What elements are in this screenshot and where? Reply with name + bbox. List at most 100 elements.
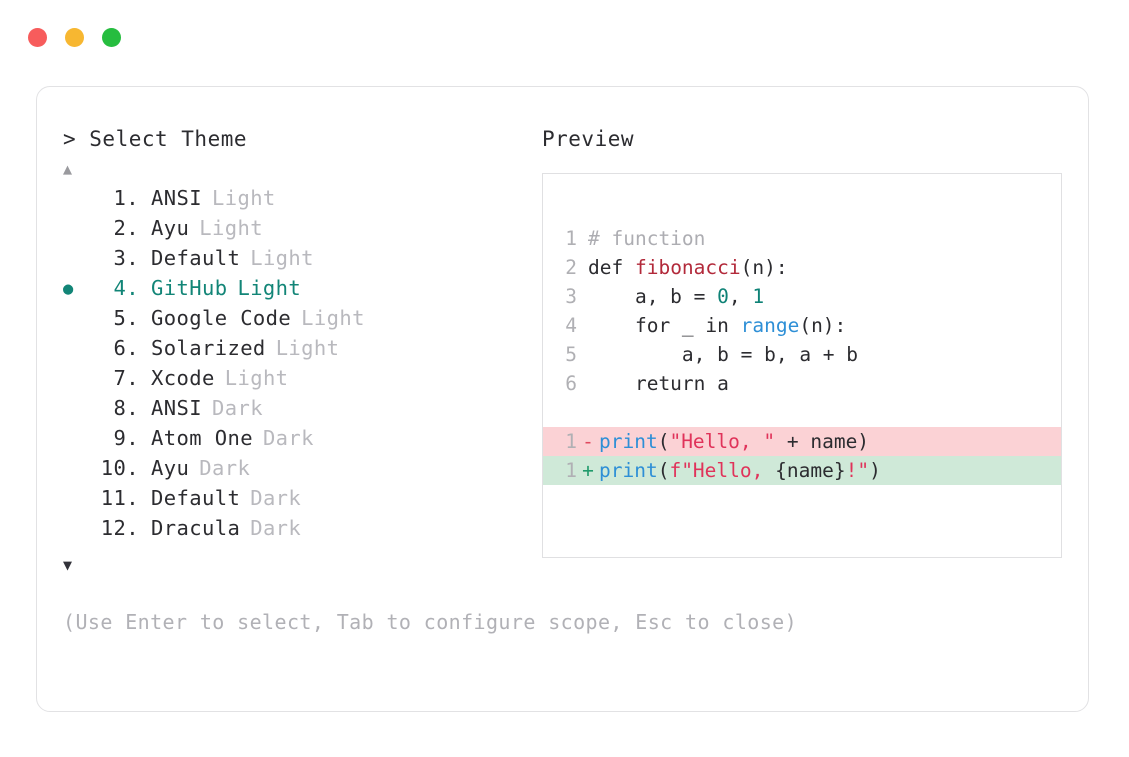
- theme-item-name: GitHub: [151, 276, 228, 300]
- code-line-text: a, b = 0, 1: [577, 282, 764, 311]
- code-line: 6 return a: [543, 369, 1061, 398]
- code-token: (n):: [740, 256, 788, 279]
- line-number: 1: [565, 459, 577, 482]
- theme-list-item[interactable]: 7. Xcode Light: [63, 366, 523, 396]
- theme-item-name: ANSI: [151, 186, 202, 210]
- theme-item-name: Atom One: [151, 426, 253, 450]
- diff-line-del: 1-print("Hello, " + name): [543, 427, 1061, 456]
- code-line-text: def fibonacci(n):: [577, 253, 788, 282]
- theme-item-name: Default: [151, 246, 241, 270]
- theme-item-index: 2.: [113, 216, 139, 240]
- line-number: 1: [565, 430, 577, 453]
- code-token: for _ in: [588, 314, 741, 337]
- theme-list-item[interactable]: 10. Ayu Dark: [63, 456, 523, 486]
- code-token: ): [869, 459, 881, 482]
- code-token: print: [599, 430, 658, 453]
- maximize-dot[interactable]: [102, 28, 121, 47]
- code-token: {name}: [775, 459, 846, 482]
- minimize-dot[interactable]: [65, 28, 84, 47]
- theme-list-item[interactable]: 1. ANSI Light: [63, 186, 523, 216]
- theme-item-index: 12.: [100, 516, 139, 540]
- line-number: 6: [565, 372, 577, 395]
- code-token: a, b =: [588, 285, 718, 308]
- preview-title: Preview: [542, 127, 635, 151]
- code-line-text: for _ in range(n):: [577, 311, 846, 340]
- theme-item-variant: Light: [237, 276, 302, 300]
- theme-item-variant: Dark: [250, 516, 302, 540]
- theme-item-index: 11.: [100, 486, 139, 510]
- code-line: 4 for _ in range(n):: [543, 311, 1061, 340]
- theme-item-variant: Light: [250, 246, 314, 270]
- theme-item-index: 6.: [113, 336, 139, 360]
- code-token: # function: [588, 227, 706, 250]
- scroll-down-icon[interactable]: ▼: [63, 556, 73, 574]
- theme-item-index: 8.: [113, 396, 139, 420]
- theme-item-name: Google Code: [151, 306, 292, 330]
- code-line: 3 a, b = 0, 1: [543, 282, 1061, 311]
- code-line: 5 a, b = b, a + b: [543, 340, 1061, 369]
- code-token: ,: [728, 285, 753, 308]
- code-token: return a: [588, 372, 729, 395]
- code-token: "Hello, ": [669, 430, 776, 453]
- code-token: (: [657, 430, 670, 453]
- theme-item-name: Solarized: [151, 336, 266, 360]
- theme-item-index: 1.: [113, 186, 139, 210]
- code-token: f"Hello,: [669, 459, 776, 482]
- window-controls: [28, 28, 121, 47]
- theme-list-item[interactable]: 3. Default Light: [63, 246, 523, 276]
- code-line-text: return a: [577, 369, 729, 398]
- line-number: 3: [565, 285, 577, 308]
- line-number: 1: [565, 227, 577, 250]
- theme-item-variant: Dark: [250, 486, 302, 510]
- theme-item-variant: Dark: [211, 396, 263, 420]
- code-token: a, b = b, a + b: [588, 343, 859, 366]
- diff-marker-icon: +: [582, 459, 594, 482]
- theme-item-variant: Light: [301, 306, 365, 330]
- theme-item-variant: Light: [224, 366, 289, 390]
- theme-list-item[interactable]: 6. Solarized Light: [63, 336, 523, 366]
- line-number: 2: [565, 256, 577, 279]
- theme-item-name: Xcode: [151, 366, 215, 390]
- code-token: (: [657, 459, 670, 482]
- keyboard-hint-text: (Use Enter to select, Tab to configure s…: [63, 610, 798, 634]
- code-line: 1 # function: [543, 224, 1061, 253]
- code-line-text: # function: [577, 224, 705, 253]
- line-number: 5: [565, 343, 577, 366]
- code-token: range: [740, 314, 800, 337]
- theme-item-variant: Dark: [199, 456, 251, 480]
- scroll-up-icon[interactable]: ▲: [63, 160, 73, 178]
- page-title: > Select Theme: [63, 127, 248, 151]
- theme-item-name: Ayu: [151, 216, 190, 240]
- theme-item-variant: Light: [275, 336, 340, 360]
- code-token: fibonacci: [634, 256, 741, 279]
- close-dot[interactable]: [28, 28, 47, 47]
- code-token: 1: [752, 285, 765, 308]
- theme-item-index: 10.: [100, 456, 139, 480]
- theme-item-variant: Light: [211, 186, 276, 210]
- code-spacer: [543, 398, 1061, 427]
- selected-bullet-icon: ●: [63, 279, 74, 299]
- code-line-text: a, b = b, a + b: [577, 340, 858, 369]
- diff-line-add: 1+print(f"Hello, {name}!"): [543, 456, 1061, 485]
- code-token: !": [845, 459, 870, 482]
- theme-item-index: 9.: [113, 426, 139, 450]
- code-token: (n):: [799, 314, 847, 337]
- theme-item-index: 3.: [113, 246, 139, 270]
- code-line-text: print("Hello, " + name): [599, 427, 869, 456]
- theme-item-name: Ayu: [151, 456, 190, 480]
- theme-item-index: 7.: [113, 366, 139, 390]
- code-token: print: [599, 459, 658, 482]
- code-token: 0: [717, 285, 729, 308]
